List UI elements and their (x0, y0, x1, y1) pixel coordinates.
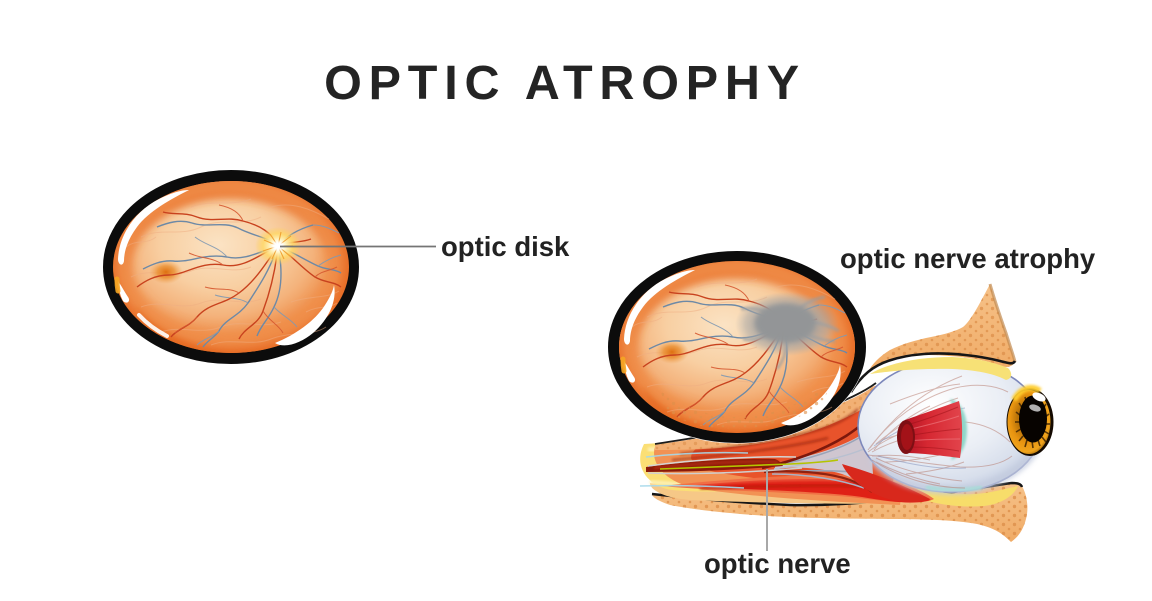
svg-text:optic nerve atrophy: optic nerve atrophy (840, 243, 1096, 274)
svg-text:optic disk: optic disk (441, 231, 570, 262)
svg-text:optic nerve: optic nerve (704, 548, 851, 579)
svg-text:OPTIC ATROPHY: OPTIC ATROPHY (324, 56, 806, 110)
